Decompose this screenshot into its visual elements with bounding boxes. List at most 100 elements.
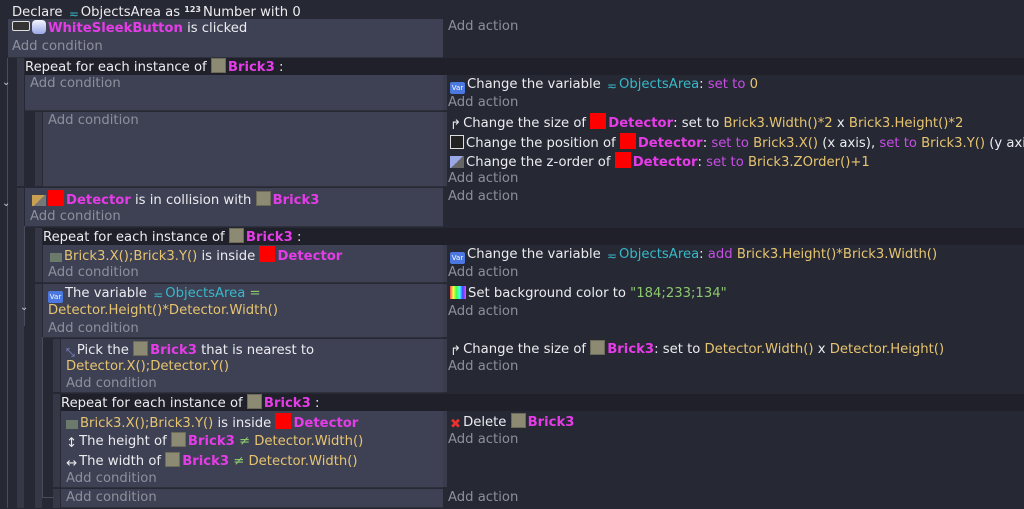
expression[interactable]: Detector.Height()*Detector.Width() — [48, 303, 278, 318]
text: The variable — [65, 286, 152, 301]
expression[interactable]: Detector.Width() — [248, 454, 358, 469]
condition[interactable]: WhiteSleekButton is clicked — [12, 20, 247, 37]
condition-continued[interactable]: Detector.X();Detector.Y() — [66, 358, 229, 375]
add-condition-button[interactable]: Add condition — [66, 376, 157, 391]
text: Repeat for each instance of — [61, 396, 247, 411]
event-3b-handle[interactable] — [35, 284, 42, 508]
object-name[interactable]: Detector — [293, 416, 359, 431]
action[interactable]: Change the size of Detector: set to Bric… — [450, 113, 964, 131]
object-name[interactable]: Brick3 — [272, 193, 320, 208]
add-condition-button[interactable]: Add condition — [48, 321, 139, 336]
event-3a-handle[interactable] — [35, 228, 42, 282]
collapse-chevron-icon[interactable]: ⌄ — [2, 77, 11, 88]
condition[interactable]: The height of Brick3 ≠ Detector.Width() — [66, 432, 363, 449]
add-action-button[interactable]: Add action — [448, 359, 519, 374]
add-condition-button[interactable]: Add condition — [30, 76, 121, 91]
expression[interactable]: 0 — [749, 77, 758, 92]
object-name[interactable]: Detector — [66, 193, 131, 208]
object-name[interactable]: Brick3 — [527, 415, 575, 430]
event-3b-conditions[interactable] — [43, 284, 443, 338]
add-condition-button[interactable]: Add condition — [66, 490, 157, 505]
event-3a-conditions[interactable] — [43, 245, 443, 283]
condition[interactable]: The variable ObjectsArea = — [48, 285, 261, 303]
action[interactable]: Change the z-order of Detector: set to B… — [450, 152, 870, 170]
add-action-button[interactable]: Add action — [448, 490, 519, 505]
event-2a-handle[interactable] — [35, 112, 42, 186]
add-condition-button[interactable]: Add condition — [66, 471, 157, 486]
event-3-handle[interactable] — [17, 188, 24, 508]
expression[interactable]: Brick3.Height()*2 — [848, 116, 964, 131]
object-name[interactable]: Detector — [277, 249, 343, 264]
add-condition-button[interactable]: Add condition — [48, 113, 139, 128]
add-condition-button[interactable]: Add condition — [48, 265, 139, 280]
object-name[interactable]: Brick3 — [187, 434, 235, 449]
collapse-chevron-icon[interactable]: ⌄ — [20, 302, 29, 313]
expression[interactable]: Detector.Height() — [829, 342, 945, 357]
condition[interactable]: Pick the Brick3 that is nearest to — [66, 341, 314, 358]
event-3b3-handle[interactable] — [53, 489, 60, 508]
object-name[interactable]: Detector — [637, 136, 703, 151]
expression[interactable]: Brick3.X();Brick3.Y() — [80, 416, 214, 431]
expression[interactable]: Detector.Width() — [254, 434, 364, 449]
text: set to — [706, 155, 748, 170]
condition[interactable]: Brick3.X();Brick3.Y() is inside Detector — [50, 246, 343, 264]
object-name[interactable]: WhiteSleekButton — [48, 21, 183, 36]
object-name[interactable]: Detector — [608, 116, 674, 131]
event-3a-repeat-header[interactable] — [43, 228, 1024, 245]
object-name[interactable]: Brick3 — [245, 230, 293, 245]
brick-icon — [590, 340, 606, 355]
expression[interactable]: Brick3.X() — [753, 136, 819, 151]
repeat-header[interactable]: Repeat for each instance of Brick3 : — [25, 58, 283, 75]
add-action-button[interactable]: Add action — [448, 265, 519, 280]
add-action-button[interactable]: Add action — [448, 95, 519, 110]
collapse-chevron-icon[interactable]: ⌄ — [2, 198, 11, 209]
add-condition-button[interactable]: Add condition — [12, 39, 103, 54]
text: = — [245, 286, 261, 301]
condition-continued[interactable]: Detector.Height()*Detector.Width() — [48, 302, 278, 319]
variable-declaration[interactable]: Declare ObjectsArea as Number with 0 — [12, 1, 301, 20]
expression[interactable]: Detector.Width() — [704, 342, 814, 357]
object-name[interactable]: Brick3 — [227, 60, 275, 75]
condition[interactable]: Brick3.X();Brick3.Y() is inside Detector — [66, 413, 359, 431]
event-3b2-conditions[interactable] — [61, 411, 443, 488]
add-condition-button[interactable]: Add condition — [30, 209, 121, 224]
add-action-button[interactable]: Add action — [448, 432, 519, 447]
repeat-header[interactable]: Repeat for each instance of Brick3 : — [43, 228, 301, 245]
event-2-handle[interactable] — [17, 58, 24, 186]
expression[interactable]: Brick3.X();Brick3.Y() — [64, 249, 198, 264]
action[interactable]: Delete Brick3 — [450, 413, 574, 430]
object-name[interactable]: Brick3 — [150, 343, 197, 358]
add-action-button[interactable]: Add action — [448, 171, 519, 186]
event-3b1-conditions[interactable] — [61, 339, 443, 393]
expression[interactable]: Detector.X();Detector.Y() — [66, 359, 229, 374]
repeat-header[interactable]: Repeat for each instance of Brick3 : — [61, 394, 319, 411]
action[interactable]: Change the position of Detector: set to … — [450, 133, 1024, 151]
condition[interactable]: The width of Brick3 ≠ Detector.Width() — [66, 452, 358, 469]
event-1-conditions[interactable] — [8, 19, 443, 58]
event-3b2-handle[interactable] — [53, 394, 60, 487]
action[interactable]: Change the size of Brick3: set to Detect… — [450, 340, 944, 357]
text: : — [699, 247, 708, 262]
add-action-button[interactable]: Add action — [448, 19, 519, 34]
action[interactable]: Change the variable ObjectsArea: set to … — [450, 76, 758, 94]
object-name[interactable]: Brick3 — [182, 454, 230, 469]
expression[interactable]: Brick3.Height()*Brick3.Width() — [736, 247, 938, 262]
expression[interactable]: Brick3.ZOrder()+1 — [747, 155, 870, 170]
event-2-conditions[interactable] — [25, 75, 443, 111]
add-action-button[interactable]: Add action — [448, 189, 519, 204]
object-name[interactable]: Detector — [632, 155, 698, 170]
expression[interactable]: Brick3.Width()*2 — [723, 116, 833, 131]
add-action-button[interactable]: Add action — [448, 304, 519, 319]
expression[interactable]: Brick3.Y() — [921, 136, 986, 151]
event-3-conditions[interactable] — [25, 188, 443, 227]
event-3b2-repeat-header[interactable] — [61, 394, 1024, 411]
event-2a-conditions[interactable] — [43, 112, 443, 187]
object-name[interactable]: Brick3 — [607, 342, 655, 357]
condition[interactable]: Detector is in collision with Brick3 — [32, 190, 320, 208]
action[interactable]: Set background color to "184;233;134" — [450, 285, 727, 302]
event-2-repeat-header[interactable] — [25, 58, 1024, 75]
event-3b1-handle[interactable] — [53, 339, 60, 392]
object-name[interactable]: Brick3 — [263, 396, 311, 411]
event-3b3-conditions[interactable] — [61, 489, 443, 508]
action[interactable]: Change the variable ObjectsArea: add Bri… — [450, 246, 938, 264]
